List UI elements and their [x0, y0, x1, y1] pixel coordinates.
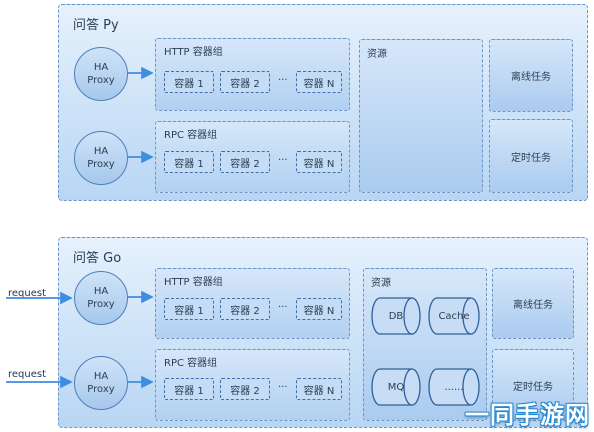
more-label: ...... — [444, 381, 464, 393]
py-http-ellipsis: ··· — [278, 75, 288, 86]
py-http-group-title: HTTP 容器组 — [164, 47, 223, 58]
py-offline-task: 离线任务 — [489, 39, 573, 112]
py-rpc-ellipsis: ··· — [278, 155, 288, 166]
go-http-container-2: 容器 2 — [220, 298, 270, 320]
py-panel-title: 问答 Py — [73, 18, 119, 33]
mq-cylinder: MQ — [370, 367, 422, 407]
py-panel: 问答 Py HA Proxy HA Proxy HTTP 容器组 容器 1 容器… — [58, 4, 588, 201]
request-label-2: request — [8, 369, 47, 380]
py-rpc-group: RPC 容器组 容器 1 容器 2 ··· 容器 N — [155, 121, 350, 193]
cache-cylinder: Cache — [427, 296, 481, 336]
db-cylinder: DB — [370, 296, 422, 336]
mq-cylinder-icon — [371, 368, 421, 406]
go-rpc-ellipsis: ··· — [278, 382, 288, 393]
mq-label: MQ — [387, 381, 405, 393]
go-ha-proxy-1: HA Proxy — [74, 271, 128, 325]
cache-label: Cache — [438, 310, 470, 322]
go-offline-task: 离线任务 — [492, 268, 574, 339]
proxy-label: Proxy — [87, 299, 115, 310]
ha-label: HA — [93, 146, 109, 157]
ha-label: HA — [93, 371, 109, 382]
db-cylinder-icon — [371, 297, 421, 335]
go-resources-title: 资源 — [371, 278, 391, 289]
go-rpc-group: RPC 容器组 容器 1 容器 2 ··· 容器 N — [155, 349, 350, 421]
py-timed-task: 定时任务 — [489, 119, 573, 193]
py-ha-proxy-1: HA Proxy — [74, 47, 128, 101]
ha-label: HA — [93, 62, 109, 73]
go-resources: 资源 DB Cache MQ — [363, 268, 487, 421]
py-rpc-container-n: 容器 N — [296, 151, 342, 173]
proxy-label: Proxy — [87, 159, 115, 170]
go-ha-proxy-2: HA Proxy — [74, 356, 128, 410]
py-http-container-n: 容器 N — [296, 71, 342, 93]
proxy-label: Proxy — [87, 75, 115, 86]
watermark: 一同手游网 — [465, 401, 590, 429]
ha-label: HA — [93, 286, 109, 297]
go-timed-task: 定时任务 — [492, 349, 574, 421]
py-rpc-container-2: 容器 2 — [220, 151, 270, 173]
go-http-group-title: HTTP 容器组 — [164, 277, 223, 288]
request-label-1: request — [8, 288, 47, 299]
go-rpc-container-2: 容器 2 — [220, 378, 270, 400]
go-panel-title: 问答 Go — [73, 251, 122, 266]
py-rpc-container-1: 容器 1 — [164, 151, 214, 173]
go-http-group: HTTP 容器组 容器 1 容器 2 ··· 容器 N — [155, 268, 350, 339]
proxy-label: Proxy — [87, 384, 115, 395]
py-rpc-group-title: RPC 容器组 — [164, 130, 218, 141]
py-resources: 资源 — [359, 39, 483, 193]
cache-cylinder-icon — [428, 297, 480, 335]
py-ha-proxy-2: HA Proxy — [74, 131, 128, 185]
go-http-container-1: 容器 1 — [164, 298, 214, 320]
more-cylinder-icon — [428, 368, 480, 406]
go-rpc-group-title: RPC 容器组 — [164, 358, 218, 369]
go-rpc-container-n: 容器 N — [296, 378, 342, 400]
go-rpc-container-1: 容器 1 — [164, 378, 214, 400]
more-cylinder: ...... — [427, 367, 481, 407]
go-panel: 问答 Go HA Proxy HA Proxy HTTP 容器组 容器 1 容器… — [58, 237, 588, 428]
py-http-container-2: 容器 2 — [220, 71, 270, 93]
db-label: DB — [388, 310, 404, 322]
go-http-container-n: 容器 N — [296, 298, 342, 320]
py-resources-title: 资源 — [367, 49, 387, 60]
py-http-container-1: 容器 1 — [164, 71, 214, 93]
go-http-ellipsis: ··· — [278, 302, 288, 313]
py-http-group: HTTP 容器组 容器 1 容器 2 ··· 容器 N — [155, 38, 350, 111]
